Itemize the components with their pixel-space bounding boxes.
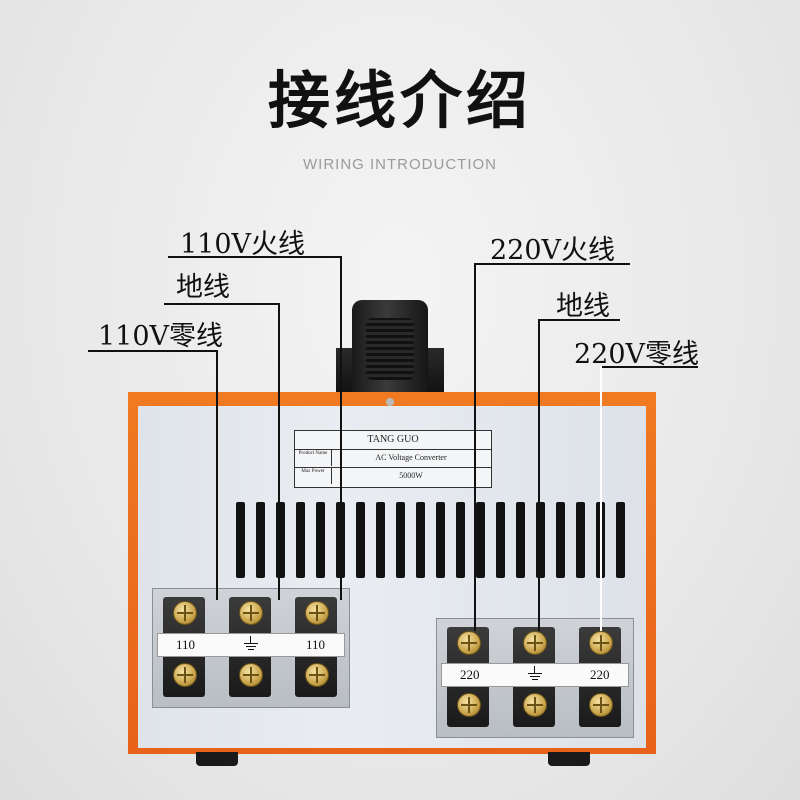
terminal-block-110v: 110 110 [152, 588, 350, 708]
leader-110v-neutral-h [88, 350, 218, 352]
leader-110v-ground-v [278, 303, 280, 600]
callout-220v-ground: 地线 [556, 291, 610, 322]
terminal-strip-110v: 110 110 [157, 633, 345, 657]
foot-left [196, 752, 238, 766]
handle-grip [366, 318, 414, 380]
leader-220v-live-v [474, 263, 476, 631]
vent-slot [456, 502, 465, 578]
vent-slot [616, 502, 625, 578]
nameplate-brand: TANG GUO [367, 434, 419, 445]
terminal-screw [457, 693, 481, 717]
nameplate-row-power: Max Power 5000W [295, 467, 491, 484]
vent-slot [496, 502, 505, 578]
leader-220v-neutral-v [600, 366, 602, 631]
terminal-screw [305, 601, 329, 625]
terminal-screw [173, 663, 197, 687]
terminal-label-110-b: 110 [306, 637, 326, 652]
vent-slot [316, 502, 325, 578]
terminal-screw [523, 631, 547, 655]
leader-110v-live-v [340, 256, 342, 600]
vent-slot [536, 502, 545, 578]
vent-slot [416, 502, 425, 578]
terminal-screw [239, 663, 263, 687]
terminal-screw [173, 601, 197, 625]
vent-slot [476, 502, 485, 578]
ground-symbol-icon [244, 636, 258, 652]
vent-slot [576, 502, 585, 578]
vent-slot [556, 502, 565, 578]
callout-220v-neutral: 220V零线 [574, 339, 700, 370]
terminal-label-220-b: 220 [590, 667, 610, 682]
callout-110v-neutral: 110V零线 [98, 321, 224, 352]
vent-slot [356, 502, 365, 578]
callout-220v-live: 220V火线 [490, 235, 616, 266]
leader-110v-neutral-v [216, 350, 218, 600]
nameplate-row-product: Product Name AC Voltage Converter [295, 449, 491, 466]
vent-slot [296, 502, 305, 578]
panel-screw [386, 398, 394, 406]
callout-110v-live: 110V火线 [180, 229, 306, 260]
leader-220v-ground-h [538, 319, 620, 321]
vent-slot [276, 502, 285, 578]
foot-right [548, 752, 590, 766]
page-subtitle: WIRING INTRODUCTION [303, 156, 497, 173]
leader-220v-live-h [474, 263, 630, 265]
terminal-screw [589, 693, 613, 717]
leader-220v-ground-v [538, 319, 540, 631]
nameplate-product-value: AC Voltage Converter [375, 453, 447, 462]
terminal-strip-220v: 220 220 [441, 663, 629, 687]
leader-110v-ground-h [164, 303, 280, 305]
terminal-screw [457, 631, 481, 655]
terminal-label-110-a: 110 [176, 637, 196, 652]
vent-slot [376, 502, 385, 578]
page-title: 接线介绍 [267, 64, 532, 137]
vent-slot [236, 502, 245, 578]
terminal-screw [589, 631, 613, 655]
nameplate: TANG GUO Product Name AC Voltage Convert… [294, 430, 492, 488]
vent-slot [396, 502, 405, 578]
nameplate-product-key: Product Name [295, 450, 332, 466]
ground-symbol-icon [528, 666, 542, 682]
terminal-label-220-a: 220 [460, 667, 480, 682]
terminal-screw [305, 663, 329, 687]
nameplate-power-key: Max Power [295, 468, 332, 484]
vent-slot [436, 502, 445, 578]
vent-slot [256, 502, 265, 578]
leader-110v-live-h [168, 256, 342, 258]
leader-220v-neutral-h [600, 366, 698, 368]
nameplate-power-value: 5000W [399, 471, 423, 480]
callout-110v-ground: 地线 [176, 272, 230, 303]
terminal-screw [523, 693, 547, 717]
vent-slot [516, 502, 525, 578]
terminal-screw [239, 601, 263, 625]
terminal-block-220v: 220 220 [436, 618, 634, 738]
